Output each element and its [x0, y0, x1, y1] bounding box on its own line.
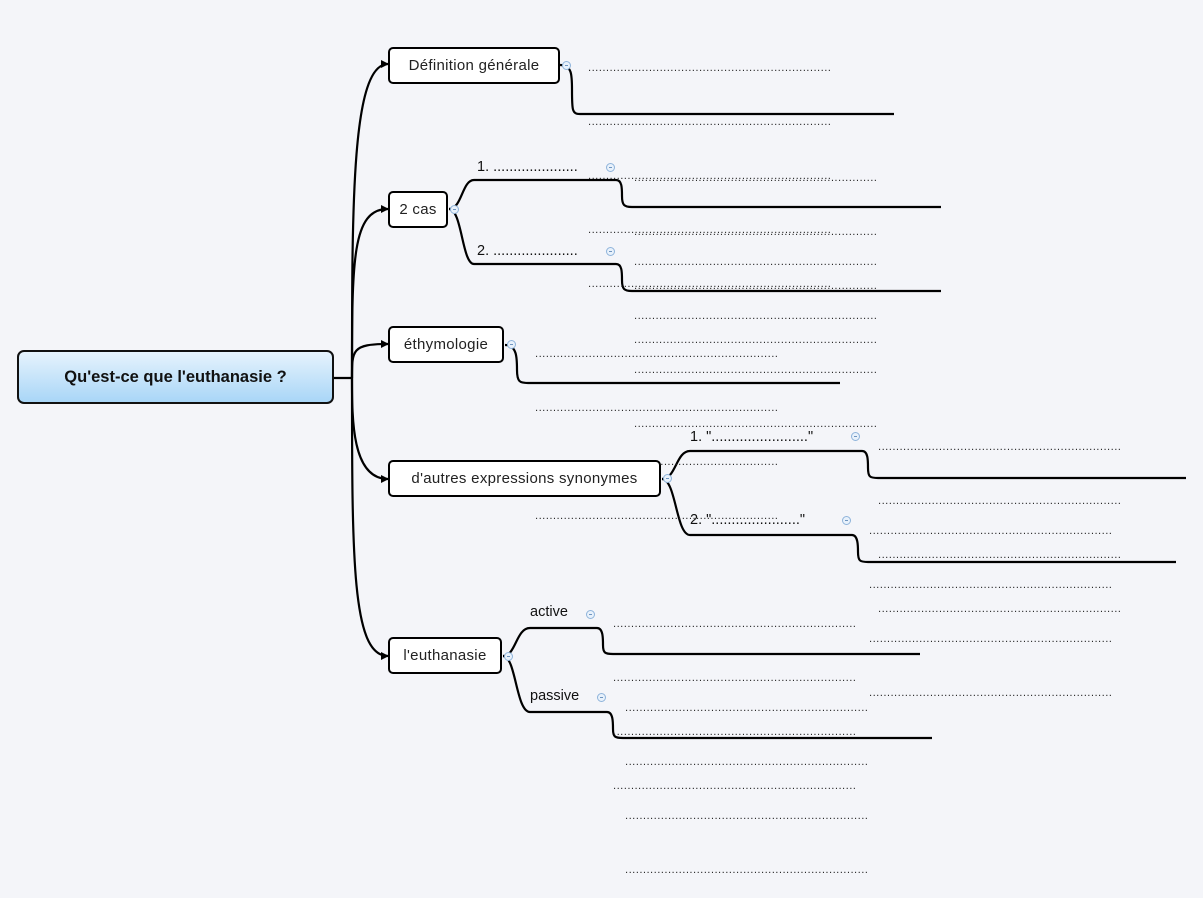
topic-euthanasie-label: l'euthanasie: [403, 647, 487, 664]
collapse-toggle-icon[interactable]: [663, 474, 672, 483]
topic-synonymes-label: d'autres expressions synonymes: [411, 470, 638, 487]
answer-line: ........................................…: [634, 173, 878, 184]
answer-line: ........................................…: [878, 604, 1122, 615]
collapse-toggle-icon[interactable]: [842, 516, 851, 525]
collapse-toggle-icon[interactable]: [507, 340, 516, 349]
topic-2-cas-label: 2 cas: [399, 201, 437, 218]
answer-line: ........................................…: [535, 511, 779, 522]
subtopic-synonyme-2[interactable]: 2. "......................": [690, 512, 806, 528]
answer-line: ........................................…: [535, 349, 779, 360]
passive-answer-lines: ........................................…: [625, 664, 925, 898]
answer-line: ........................................…: [634, 227, 878, 238]
answer-line: ........................................…: [625, 811, 869, 822]
subtopic-active[interactable]: active: [530, 604, 568, 620]
collapse-toggle-icon[interactable]: [504, 652, 513, 661]
topic-ethymologie[interactable]: éthymologie: [388, 326, 504, 363]
answer-line: ........................................…: [634, 281, 878, 292]
topic-2-cas[interactable]: 2 cas: [388, 191, 448, 228]
answer-line: ........................................…: [613, 619, 857, 630]
ethymologie-answer-lines: ........................................…: [535, 310, 835, 544]
answer-line: ........................................…: [634, 335, 878, 346]
answer-line: ........................................…: [634, 365, 878, 376]
answer-line: ........................................…: [625, 865, 869, 876]
collapse-toggle-icon[interactable]: [597, 693, 606, 702]
answer-line: ........................................…: [588, 117, 832, 128]
subtopic-cas-2[interactable]: 2. .....................: [477, 243, 578, 259]
topic-euthanasie[interactable]: l'euthanasie: [388, 637, 502, 674]
topic-synonymes[interactable]: d'autres expressions synonymes: [388, 460, 661, 497]
subtopic-synonyme-1[interactable]: 1. "........................": [690, 429, 814, 445]
collapse-toggle-icon[interactable]: [586, 610, 595, 619]
synonyme-2-answer-lines: ........................................…: [869, 487, 1169, 721]
root-topic-label: Qu'est-ce que l'euthanasie ?: [64, 367, 287, 386]
answer-line: ........................................…: [535, 403, 779, 414]
collapse-toggle-icon[interactable]: [606, 247, 615, 256]
cas-1-answer-lines: ........................................…: [634, 134, 934, 368]
answer-line: ........................................…: [869, 688, 1113, 699]
root-topic[interactable]: Qu'est-ce que l'euthanasie ?: [17, 350, 334, 404]
answer-line: ........................................…: [878, 442, 1122, 453]
answer-line: ........................................…: [588, 63, 832, 74]
collapse-toggle-icon[interactable]: [562, 61, 571, 70]
cas-2-answer-lines: ........................................…: [634, 218, 934, 452]
definition-answer-lines: ........................................…: [588, 24, 888, 312]
subtopic-passive[interactable]: passive: [530, 688, 580, 704]
answer-line: ........................................…: [878, 496, 1122, 507]
answer-line: ........................................…: [588, 171, 832, 182]
collapse-toggle-icon[interactable]: [450, 205, 459, 214]
synonyme-1-answer-lines: ........................................…: [878, 403, 1178, 637]
answer-line: ........................................…: [625, 703, 869, 714]
answer-line: ........................................…: [878, 550, 1122, 561]
answer-line: ........................................…: [613, 673, 857, 684]
answer-line: ........................................…: [588, 225, 832, 236]
answer-line: ........................................…: [613, 727, 857, 738]
answer-line: ........................................…: [588, 279, 832, 290]
answer-line: ........................................…: [634, 257, 878, 268]
answer-line: ........................................…: [869, 526, 1113, 537]
answer-line: ........................................…: [869, 634, 1113, 645]
answer-line: ........................................…: [634, 419, 878, 430]
topic-ethymologie-label: éthymologie: [403, 336, 489, 353]
answer-line: ........................................…: [625, 757, 869, 768]
collapse-toggle-icon[interactable]: [606, 163, 615, 172]
answer-line: ........................................…: [869, 580, 1113, 591]
answer-line: ........................................…: [634, 311, 878, 322]
topic-definition[interactable]: Définition générale: [388, 47, 560, 84]
subtopic-cas-1[interactable]: 1. .....................: [477, 159, 578, 175]
topic-definition-label: Définition générale: [408, 57, 540, 74]
collapse-toggle-icon[interactable]: [851, 432, 860, 441]
